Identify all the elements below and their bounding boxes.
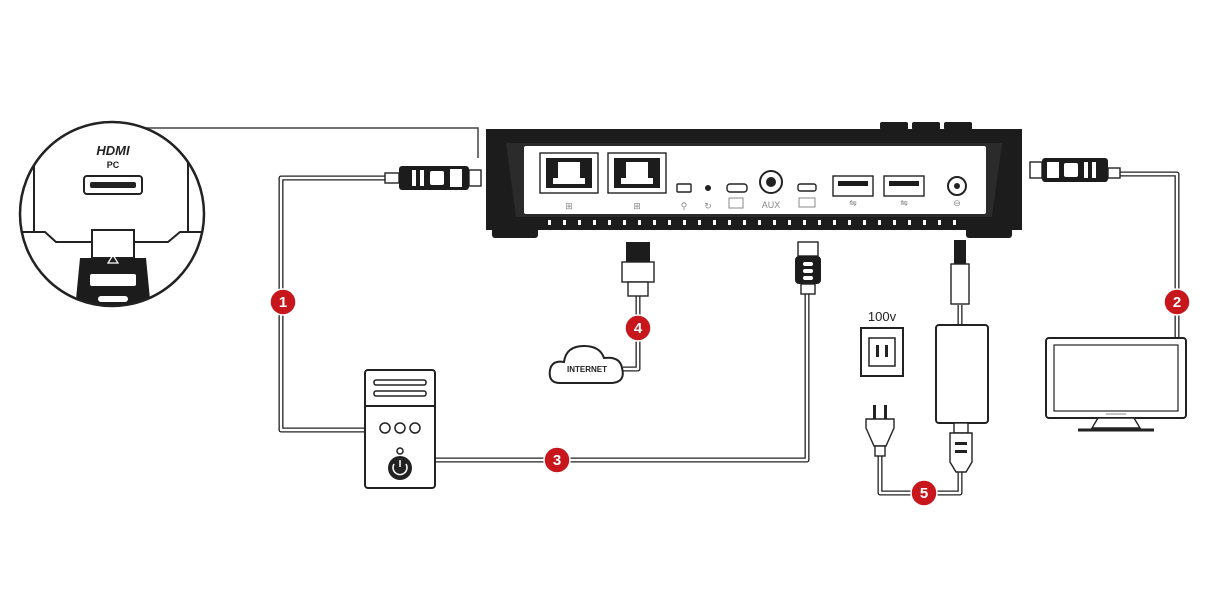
hdmi-port-zoom: HDMI PC: [18, 120, 206, 308]
step-badge-4-text: 4: [634, 320, 643, 337]
step-badge-5-text: 5: [920, 485, 928, 502]
hdmi-plug-pc-cable: [384, 166, 482, 190]
outlet-voltage-label: 100v: [868, 309, 897, 324]
power-adapter: [935, 240, 989, 473]
internet-cloud: INTERNET: [548, 344, 624, 384]
hdmi-logo-text: HDMI: [96, 143, 130, 158]
usb-port-2: ⇋: [883, 175, 925, 208]
internet-label: INTERNET: [567, 365, 607, 374]
svg-text:⇋: ⇋: [900, 198, 908, 208]
step-badge-3: 3: [543, 446, 571, 474]
step-badge-1-text: 1: [279, 294, 287, 311]
hub-device: ⊞ ⊞ ⚲ ↻ AUX ⇋ ⇋ ⊖: [486, 122, 1022, 238]
pc-tower: [364, 369, 436, 489]
aux-port: AUX: [759, 170, 783, 210]
svg-text:⊖: ⊖: [953, 198, 961, 208]
step-badge-1: 1: [269, 288, 297, 316]
usb-port-1: ⇋: [832, 175, 874, 208]
step-badge-4: 4: [624, 314, 652, 342]
wall-outlet: 100v: [860, 309, 904, 377]
svg-text:⇋: ⇋: [849, 198, 857, 208]
dc-in-port: ⊖: [947, 176, 967, 208]
tv-monitor: [1045, 337, 1187, 432]
step-badge-2-text: 2: [1173, 294, 1181, 311]
step-badge-3-text: 3: [553, 452, 561, 469]
aux-port-label: AUX: [762, 200, 781, 210]
lan-plug: [621, 242, 655, 297]
power-plug: [865, 405, 895, 457]
lan-port-2: [607, 152, 667, 194]
cable-2-hdmi-tv: [1110, 171, 1180, 338]
svg-text:↻: ↻: [704, 201, 712, 211]
lan-port-1: [539, 152, 599, 194]
svg-text:⊞: ⊞: [565, 201, 573, 211]
svg-text:⊞: ⊞: [633, 201, 641, 211]
step-badge-5: 5: [910, 479, 938, 507]
svg-text:⚲: ⚲: [681, 201, 688, 211]
power-icon: [388, 456, 412, 480]
step-badge-2: 2: [1163, 288, 1191, 316]
zoom-callout-line: [100, 127, 479, 158]
hdmi-port-label: PC: [107, 160, 120, 170]
hdmi-plug-tv-cable: [1029, 158, 1121, 182]
usb-plug: [795, 241, 821, 295]
